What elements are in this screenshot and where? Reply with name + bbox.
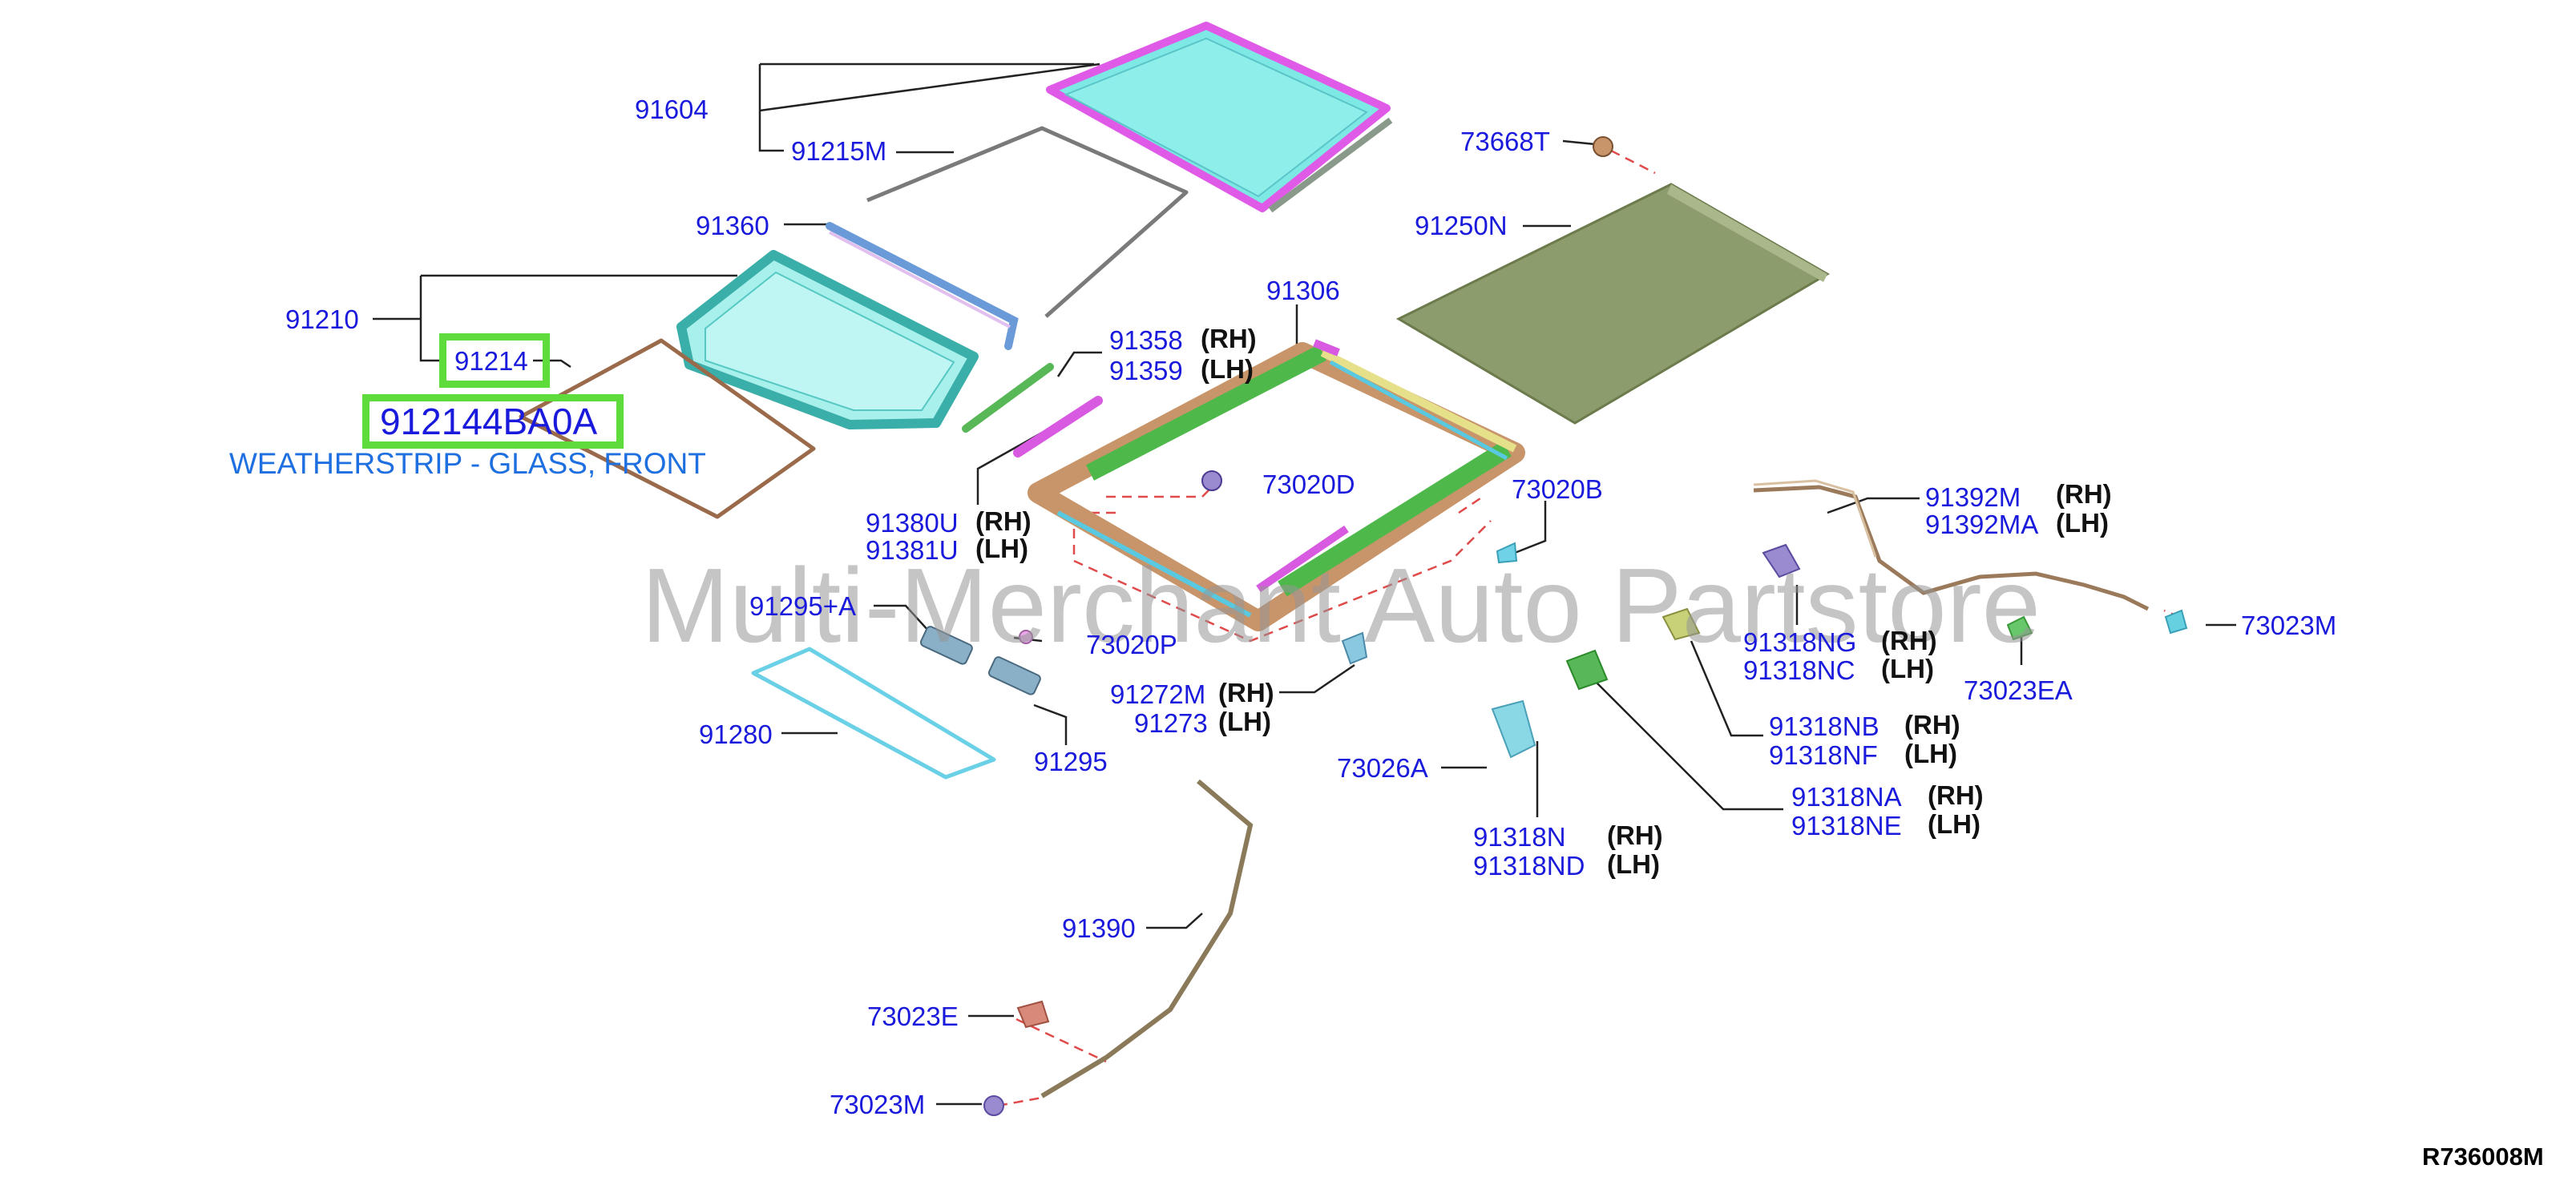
label-91318ne[interactable]: 91318NE xyxy=(1791,811,1902,840)
deflector-strip xyxy=(826,222,1019,350)
glass-panel-rear xyxy=(1046,22,1393,213)
clip-73023ea xyxy=(2006,615,2033,641)
label-91392ma[interactable]: 91392MA xyxy=(1925,510,2039,539)
side-rh-91358: (RH) xyxy=(1201,324,1257,353)
label-73023m-bottom[interactable]: 73023M xyxy=(830,1090,926,1119)
label-73023m-right[interactable]: 73023M xyxy=(2241,611,2337,640)
clip-73668t xyxy=(1593,136,1613,157)
label-73023ea[interactable]: 73023EA xyxy=(1964,675,2073,705)
sunroof-frame xyxy=(1028,339,1525,631)
highlight-description: WEATHERSTRIP - GLASS, FRONT xyxy=(229,447,706,480)
cable-91392m xyxy=(1753,485,2150,611)
side-lh-91318nf: (LH) xyxy=(1904,739,1957,768)
side-lh-91381u: (LH) xyxy=(975,534,1028,563)
side-rh-91318ng: (RH) xyxy=(1881,626,1937,655)
label-91318nc[interactable]: 91318NC xyxy=(1743,655,1855,685)
label-73023e[interactable]: 73023E xyxy=(867,1002,959,1031)
side-rh-91380u: (RH) xyxy=(975,506,1032,536)
side-rh-91318nb: (RH) xyxy=(1904,710,1960,740)
bracket-91318n xyxy=(1491,699,1536,759)
label-91318ng[interactable]: 91318NG xyxy=(1743,627,1857,657)
label-91318nf[interactable]: 91318NF xyxy=(1769,740,1878,770)
sunshade xyxy=(1395,183,1830,425)
side-lh-91318ne: (LH) xyxy=(1928,809,1980,839)
side-rh-91392m: (RH) xyxy=(2056,479,2112,509)
bracket-91358 xyxy=(962,363,1054,433)
label-91390[interactable]: 91390 xyxy=(1062,913,1136,943)
label-91360[interactable]: 91360 xyxy=(696,211,769,240)
seal-rear xyxy=(866,126,1189,318)
label-91210[interactable]: 91210 xyxy=(285,304,359,334)
clip-73023m-right xyxy=(2164,609,2188,635)
side-rh-91318na: (RH) xyxy=(1928,780,1984,810)
label-91318na[interactable]: 91318NA xyxy=(1791,782,1902,812)
glass-panel-front xyxy=(676,250,979,429)
side-rh-91272m: (RH) xyxy=(1218,678,1274,707)
label-73020d[interactable]: 73020D xyxy=(1262,470,1355,499)
bracket-91318ng xyxy=(1762,543,1801,578)
bracket-91318nb xyxy=(1661,607,1701,641)
watermark: Multi-Merchant Auto Partstore xyxy=(641,546,2041,664)
label-73020p[interactable]: 73020P xyxy=(1086,630,1177,659)
label-91272m[interactable]: 91272M xyxy=(1110,679,1206,709)
label-91280[interactable]: 91280 xyxy=(699,719,773,749)
weatherstrip-front xyxy=(519,338,816,519)
side-lh-91392ma: (LH) xyxy=(2056,508,2109,538)
label-91295[interactable]: 91295 xyxy=(1034,747,1108,776)
label-91295a[interactable]: 91295+A xyxy=(749,591,857,621)
label-91318nb[interactable]: 91318NB xyxy=(1769,711,1880,741)
label-91392m[interactable]: 91392M xyxy=(1925,482,2021,512)
clip-73023m-bottom xyxy=(983,1095,1004,1116)
label-91359[interactable]: 91359 xyxy=(1109,356,1183,385)
motor-91295a xyxy=(919,626,1033,665)
clip-73023e xyxy=(1016,1000,1050,1029)
label-91214[interactable]: 91214 xyxy=(454,346,528,376)
label-91318nd[interactable]: 91318ND xyxy=(1473,851,1585,881)
side-lh-91359: (LH) xyxy=(1201,354,1254,384)
trim-91280 xyxy=(751,647,996,780)
label-91273[interactable]: 91273 xyxy=(1134,708,1208,738)
label-91604[interactable]: 91604 xyxy=(635,95,709,124)
label-91381u[interactable]: 91381U xyxy=(866,535,959,565)
label-91358[interactable]: 91358 xyxy=(1109,325,1183,355)
side-lh-91273: (LH) xyxy=(1218,707,1271,736)
label-91380u[interactable]: 91380U xyxy=(866,508,959,538)
label-91318n[interactable]: 91318N xyxy=(1473,822,1566,852)
label-91215m[interactable]: 91215M xyxy=(791,136,887,166)
trim-91380u xyxy=(1013,396,1103,457)
motor-91295 xyxy=(987,656,1041,695)
label-73026a[interactable]: 73026A xyxy=(1337,753,1428,783)
label-91306[interactable]: 91306 xyxy=(1266,276,1340,305)
side-rh-91318n: (RH) xyxy=(1607,820,1663,850)
highlight-part-number-box[interactable] xyxy=(362,394,624,449)
bracket-91318na xyxy=(1565,649,1609,691)
bracket-91272m xyxy=(1341,631,1368,665)
cable-91390 xyxy=(1040,779,1254,1098)
label-73668t[interactable]: 73668T xyxy=(1460,127,1550,156)
side-lh-91318nd: (LH) xyxy=(1607,849,1660,879)
clip-73020b xyxy=(1496,542,1518,564)
highlight-part-number[interactable]: 912144BA0A xyxy=(380,401,598,442)
highlight-callout-box[interactable] xyxy=(439,333,550,388)
leader-lines xyxy=(373,62,2236,1106)
fastener-73020d xyxy=(1201,470,1222,491)
diagram-id: R736008M xyxy=(2422,1143,2544,1171)
label-91250n[interactable]: 91250N xyxy=(1415,211,1508,240)
label-73020b[interactable]: 73020B xyxy=(1512,474,1603,504)
side-lh-91318nc: (LH) xyxy=(1881,654,1934,683)
